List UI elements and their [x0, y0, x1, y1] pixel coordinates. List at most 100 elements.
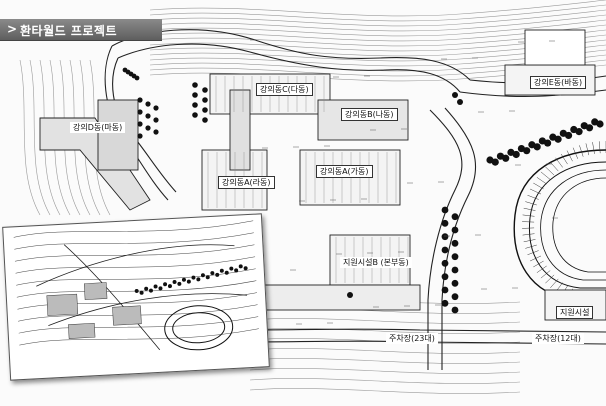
- tree-mark: [192, 112, 198, 118]
- contour-line: [249, 348, 521, 354]
- stadium-stand-line: [536, 177, 547, 185]
- inset-tree-mark: [191, 275, 196, 280]
- label-building-a-ga: 강의동A(가동): [316, 165, 373, 178]
- tree-mark: [452, 92, 458, 98]
- inset-contour-line: [13, 220, 254, 238]
- tree-mark: [441, 219, 449, 227]
- stadium-stand-line: [522, 221, 535, 223]
- inset-contour-line: [18, 316, 259, 334]
- label-building-d: 강의D동(마동): [70, 122, 126, 133]
- tree-mark: [192, 82, 198, 88]
- stadium-stand-line: [560, 153, 568, 165]
- inset-tree-mark: [219, 268, 224, 273]
- stadium-stand-line: [522, 233, 535, 236]
- page-title: 환타월드 프로젝트: [20, 24, 117, 38]
- tree-mark: [512, 150, 520, 159]
- tree-mark: [202, 97, 208, 103]
- tree-mark: [202, 107, 208, 113]
- tree-mark: [137, 97, 143, 103]
- stadium-stand-line: [523, 207, 536, 211]
- stadium-stand-line: [529, 188, 542, 195]
- contour-line: [29, 59, 51, 216]
- inset-tree-mark: [215, 272, 220, 277]
- inset-tree-mark: [210, 271, 215, 276]
- site-overview-drawing: [13, 220, 259, 351]
- tree-mark: [544, 139, 552, 147]
- inset-tree-mark: [153, 284, 158, 289]
- tree-mark: [137, 121, 143, 127]
- inset-tree-mark: [144, 286, 149, 291]
- stadium-stand-line: [533, 260, 544, 268]
- stadium-stand-line: [525, 201, 537, 206]
- inset-tree-mark: [234, 268, 239, 273]
- stadium-stand-line: [550, 161, 559, 172]
- inset-tree-mark: [163, 282, 168, 287]
- tree-mark: [533, 143, 541, 151]
- tree-mark: [596, 120, 604, 128]
- inset-tree-mark: [167, 284, 172, 289]
- inset-tree-mark: [243, 266, 248, 271]
- stadium-stand-line: [566, 150, 573, 162]
- contour-line: [149, 14, 606, 32]
- tree-mark: [134, 75, 140, 81]
- inset-contour-line: [14, 244, 255, 262]
- tree-mark: [451, 266, 459, 274]
- inset-contour-line: [16, 268, 256, 286]
- stadium-stand-line: [527, 250, 539, 256]
- stadium-stand-line: [555, 157, 563, 168]
- contour-line: [249, 318, 521, 324]
- tree-mark: [491, 158, 499, 166]
- stadium-stand-line: [585, 143, 590, 156]
- label-building-b: 강의동B(나동): [341, 108, 398, 121]
- inset-tree-mark: [148, 288, 153, 293]
- tree-mark: [145, 101, 151, 107]
- tree-mark: [457, 99, 463, 105]
- inset-contour-line: [15, 256, 256, 274]
- tree-mark: [202, 117, 208, 123]
- tree-mark: [441, 273, 449, 281]
- stadium-stand-line: [522, 227, 535, 229]
- contour-line: [19, 59, 41, 216]
- tree-mark: [523, 147, 531, 155]
- tree-mark: [441, 259, 449, 267]
- tree-mark: [153, 129, 159, 135]
- tree-mark: [145, 125, 151, 131]
- tree-mark: [145, 113, 151, 119]
- inset-tree-mark: [196, 277, 201, 282]
- tree-mark: [451, 279, 459, 287]
- contour-line: [149, 0, 606, 17]
- label-parking-12: 주차장(12대): [532, 333, 584, 344]
- contour-line: [249, 358, 521, 364]
- stadium-stand-line: [550, 278, 559, 289]
- tree-mark: [153, 117, 159, 123]
- label-building-a-ra: 강의동A(라동): [218, 176, 275, 189]
- tree-mark: [192, 102, 198, 108]
- tree-mark: [451, 239, 459, 247]
- inset-tree-mark: [186, 279, 191, 284]
- tree-mark: [575, 128, 583, 136]
- stadium-stand-line: [525, 244, 537, 249]
- inset-tree-mark: [158, 286, 163, 291]
- stadium-stand-line: [579, 145, 584, 157]
- title-bar: > 환타월드 프로젝트: [0, 19, 162, 41]
- label-parking-23: 주차장(23대): [386, 333, 438, 344]
- tree-mark: [202, 87, 208, 93]
- inset-tree-mark: [139, 290, 144, 295]
- tree-mark: [502, 154, 510, 162]
- tree-mark: [451, 253, 459, 261]
- inset-tree-mark: [229, 266, 234, 271]
- label-building-e: 강의E동(바동): [530, 76, 587, 89]
- tree-mark: [441, 206, 449, 214]
- inset-contour-line: [14, 232, 254, 250]
- inset-tree-mark: [205, 275, 210, 280]
- inset-contour-line: [16, 280, 257, 298]
- inset-tree-mark: [200, 273, 205, 278]
- stadium-stand-line: [540, 171, 551, 180]
- stadium-stand-line: [572, 147, 579, 159]
- inset-contour-line: [19, 328, 259, 346]
- stadium-stand-line: [523, 239, 536, 243]
- stadium-stand-line: [536, 265, 547, 273]
- tree-mark: [585, 124, 594, 132]
- inset-tree-mark: [181, 277, 186, 282]
